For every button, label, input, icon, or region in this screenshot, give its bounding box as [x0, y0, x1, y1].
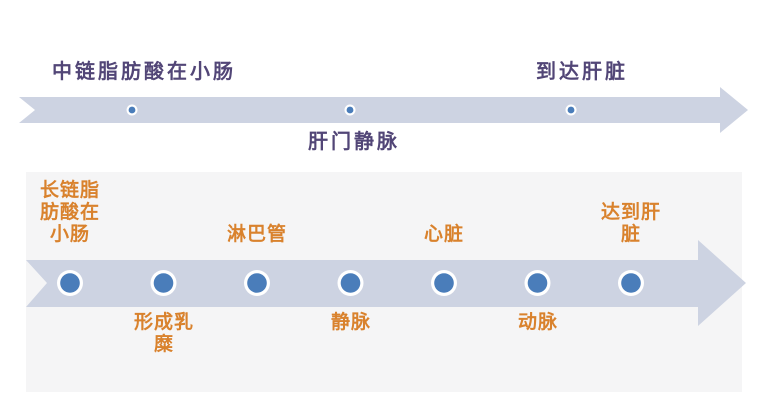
flow-step-dot: [527, 273, 548, 293]
label-vein: 静脉: [330, 312, 372, 333]
flow-step-dot: [621, 273, 641, 293]
top-flow-dots: [126, 104, 577, 116]
label-artery: 动脉: [517, 312, 559, 333]
label-hepatic-portal-vein: 肝门静脉: [308, 131, 400, 153]
label-medium-chain-small-intestine: 中链脂肪酸在小肠: [52, 61, 236, 83]
bottom-flow-arrow: [26, 240, 746, 326]
flow-step-dot: [247, 273, 267, 293]
top-flow-arrow: [19, 87, 748, 133]
flow-step-dot: [340, 273, 361, 293]
label-heart: 心脏: [423, 224, 465, 245]
label-long-chain-small-intestine: 长链脂肪酸在小肠: [39, 180, 100, 245]
label-reach-liver-top: 到达肝脏: [536, 61, 628, 83]
label-lymphatic-vessel: 淋巴管: [226, 224, 288, 245]
flow-step-dot: [128, 106, 136, 114]
label-reach-liver-bottom: 达到肝脏: [600, 202, 661, 245]
flow-step-dot: [153, 273, 174, 293]
label-chylomicron-formation: 形成乳糜: [133, 312, 194, 355]
flow-step-dot: [346, 106, 354, 114]
bottom-flow-dots: [57, 270, 644, 296]
flow-step-dot: [60, 273, 80, 293]
flow-step-dot: [567, 106, 575, 114]
flow-step-dot: [434, 273, 454, 293]
